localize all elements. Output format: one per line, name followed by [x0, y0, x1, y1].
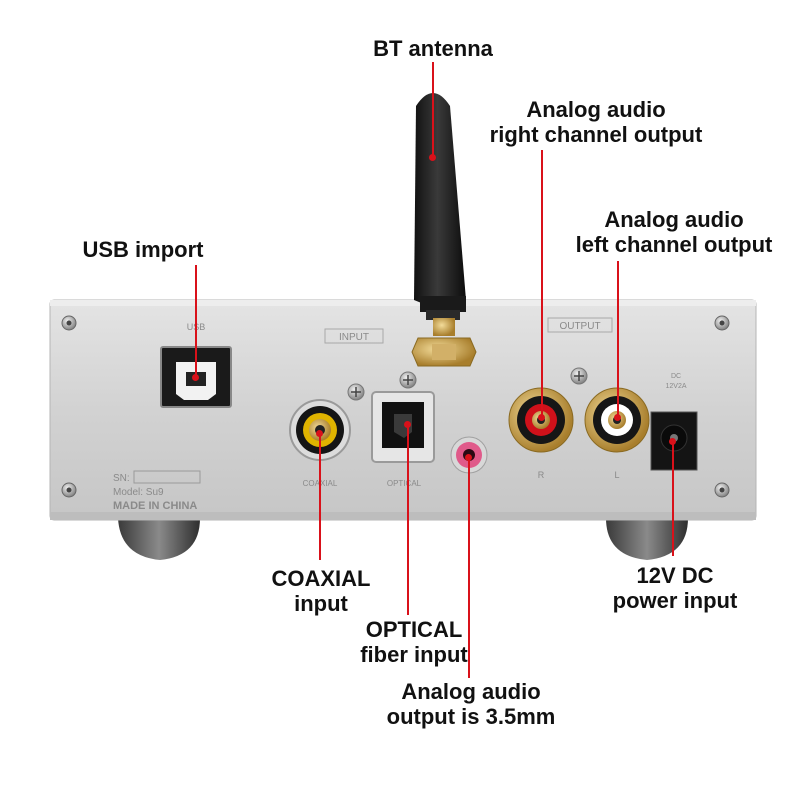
leader-coaxial [319, 434, 321, 560]
dot-coaxial [316, 430, 323, 437]
callout-bt-antenna: BT antenna [353, 36, 513, 61]
leader-bt-antenna [432, 62, 434, 157]
dot-usb [192, 374, 199, 381]
callout-optical-line1: OPTICAL [365, 617, 463, 642]
callout-power-line1: 12V DC [636, 563, 714, 588]
leader-analog-35 [468, 458, 470, 678]
left-foot [118, 518, 200, 560]
dot-power [669, 438, 676, 445]
callout-usb-text: USB import [82, 237, 204, 262]
dot-bt-antenna [429, 154, 436, 161]
feet [118, 518, 688, 560]
output-panel-label: OUTPUT [559, 321, 600, 332]
callout-bt-antenna-text: BT antenna [373, 36, 493, 61]
model-label: Model: Su9 [113, 487, 164, 498]
callout-analog-35-line1: Analog audio [401, 679, 541, 704]
optical-port [371, 391, 435, 463]
callout-power: 12V DC power input [594, 563, 756, 613]
callout-coaxial: COAXIAL input [256, 566, 386, 616]
r-panel-label: R [538, 470, 545, 480]
dc-panel-label-1: DC [671, 373, 681, 380]
callout-left-output: Analog audio left channel output [556, 207, 792, 257]
corner-screws [61, 315, 730, 498]
bt-antenna [411, 93, 477, 367]
callout-left-output-line2: left channel output [575, 232, 773, 257]
right-foot [606, 518, 688, 560]
callout-optical-line2: fiber input [360, 642, 468, 667]
made-in-label: MADE IN CHINA [113, 500, 197, 512]
leader-optical [407, 425, 409, 615]
leader-power [672, 442, 674, 556]
callout-usb: USB import [68, 237, 218, 262]
callout-optical: OPTICAL fiber input [344, 617, 484, 667]
dot-optical [404, 421, 411, 428]
leader-right-output [541, 150, 543, 416]
leader-usb [195, 265, 197, 377]
dot-right-output [538, 414, 545, 421]
callout-right-output-line1: Analog audio [526, 97, 666, 122]
callout-coaxial-line1: COAXIAL [271, 566, 371, 591]
input-panel-label: INPUT [339, 332, 369, 343]
sn-label: SN: [113, 473, 130, 484]
leader-left-output [617, 261, 619, 416]
callout-analog-35-line2: output is 3.5mm [386, 704, 556, 729]
optical-panel-label: OPTICAL [387, 479, 422, 488]
callout-power-line2: power input [612, 588, 738, 613]
callout-analog-35: Analog audio output is 3.5mm [366, 679, 576, 729]
callout-right-output: Analog audio right channel output [466, 97, 726, 147]
l-panel-label: L [614, 470, 619, 480]
callout-right-output-line2: right channel output [489, 122, 703, 147]
dc-panel-label-2: 12V2A [665, 383, 686, 390]
dot-left-output [614, 414, 621, 421]
callout-left-output-line1: Analog audio [604, 207, 744, 232]
dot-analog-35 [465, 454, 472, 461]
callout-coaxial-line2: input [294, 591, 348, 616]
